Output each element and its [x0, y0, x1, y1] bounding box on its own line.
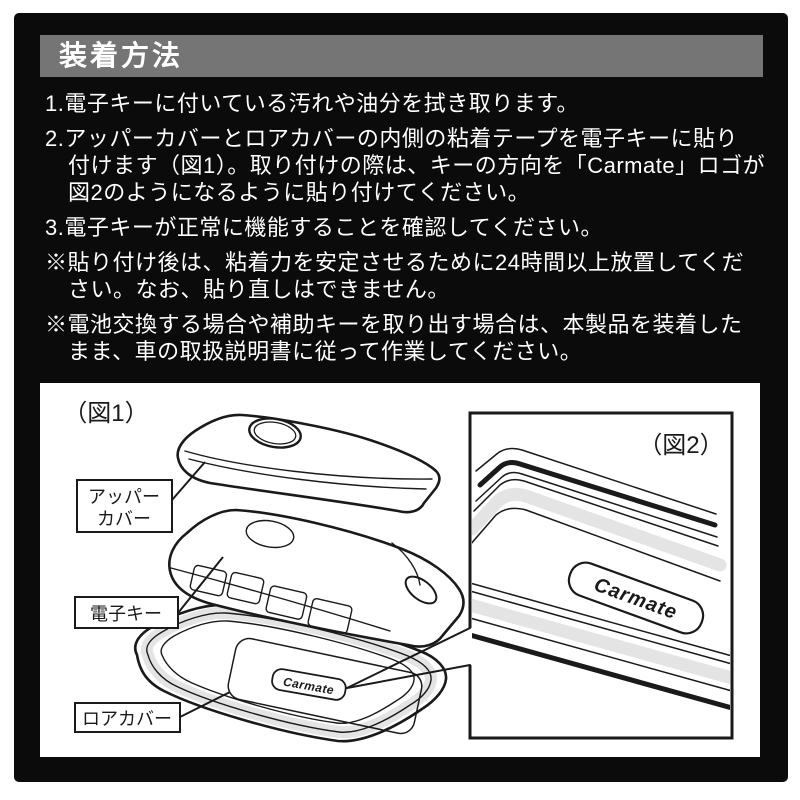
- instruction-note-2: ※電池交換する場合や補助キーを取り出す場合は、本製品を装着した まま、車の取扱説…: [45, 311, 775, 365]
- instruction-line: さい。なお、貼り直しはできません。: [68, 277, 450, 302]
- electronic-key-drawing: [168, 508, 465, 648]
- zoom-callout-wedge: [346, 627, 471, 689]
- label-box-lower-cover: [74, 702, 181, 733]
- carmate-logo-fig1: Carmate: [271, 668, 347, 701]
- instruction-line: ※貼り付け後は、粘着力を安定させるために24時間以上放置してくだ: [45, 250, 745, 275]
- figure-panel: （図1）: [40, 383, 760, 757]
- instructions-list: 1.電子キーに付いている汚れや油分を拭き取ります。 2.アッパーカバーとロアカバ…: [45, 90, 775, 373]
- label-upper-cover-line1: アッパー: [88, 487, 160, 507]
- figure1-labels: アッパー カバー 電子キー ロアカバー: [74, 461, 231, 733]
- instruction-note-1: ※貼り付け後は、粘着力を安定させるために24時間以上放置してくだ さい。なお、貼…: [45, 249, 775, 303]
- instruction-line: まま、車の取扱説明書に従って作業してください。: [68, 339, 583, 364]
- instruction-line: 3.電子キーが正常に機能することを確認してください。: [45, 215, 604, 240]
- instruction-step-1: 1.電子キーに付いている汚れや油分を拭き取ります。: [45, 90, 775, 117]
- section-title: 装着方法: [59, 40, 184, 71]
- instruction-line: 図2のようになるように貼り付けてください。: [68, 180, 531, 205]
- label-box-key: [74, 596, 179, 629]
- label-lower-cover: ロアカバー: [82, 709, 172, 729]
- figure-illustration: （図1）: [63, 400, 734, 743]
- instruction-line: ※電池交換する場合や補助キーを取り出す場合は、本製品を装着した: [45, 312, 743, 337]
- figure2-detail-stripes: [472, 447, 730, 711]
- instruction-step-3: 3.電子キーが正常に機能することを確認してください。: [45, 214, 775, 241]
- label-box-upper-cover: [76, 479, 173, 533]
- figure1-caption: （図1）: [63, 400, 148, 427]
- figure2-caption: （図2）: [638, 432, 723, 459]
- upper-cover-drawing: [176, 413, 441, 514]
- instruction-line: 付けます（図1）。取り付けの際は、キーの方向を「Carmate」ロゴが: [68, 153, 766, 178]
- instruction-line: 1.電子キーに付いている汚れや油分を拭き取ります。: [45, 91, 579, 116]
- section-header-bar: 装着方法: [40, 35, 763, 77]
- label-upper-cover-line2: カバー: [97, 509, 151, 529]
- label-key: 電子キー: [90, 604, 162, 624]
- instruction-line: 2.アッパーカバーとロアカバーの内側の粘着テープを電子キーに貼り: [45, 126, 739, 151]
- figure2-border: [468, 411, 734, 740]
- figure2-box: Carmate （図2）: [468, 411, 734, 740]
- carmate-logo-pill-fig2: [567, 561, 705, 635]
- instruction-step-2: 2.アッパーカバーとロアカバーの内側の粘着テープを電子キーに貼り 付けます（図1…: [45, 125, 775, 206]
- instruction-card: 装着方法 1.電子キーに付いている汚れや油分を拭き取ります。 2.アッパーカバー…: [14, 13, 788, 782]
